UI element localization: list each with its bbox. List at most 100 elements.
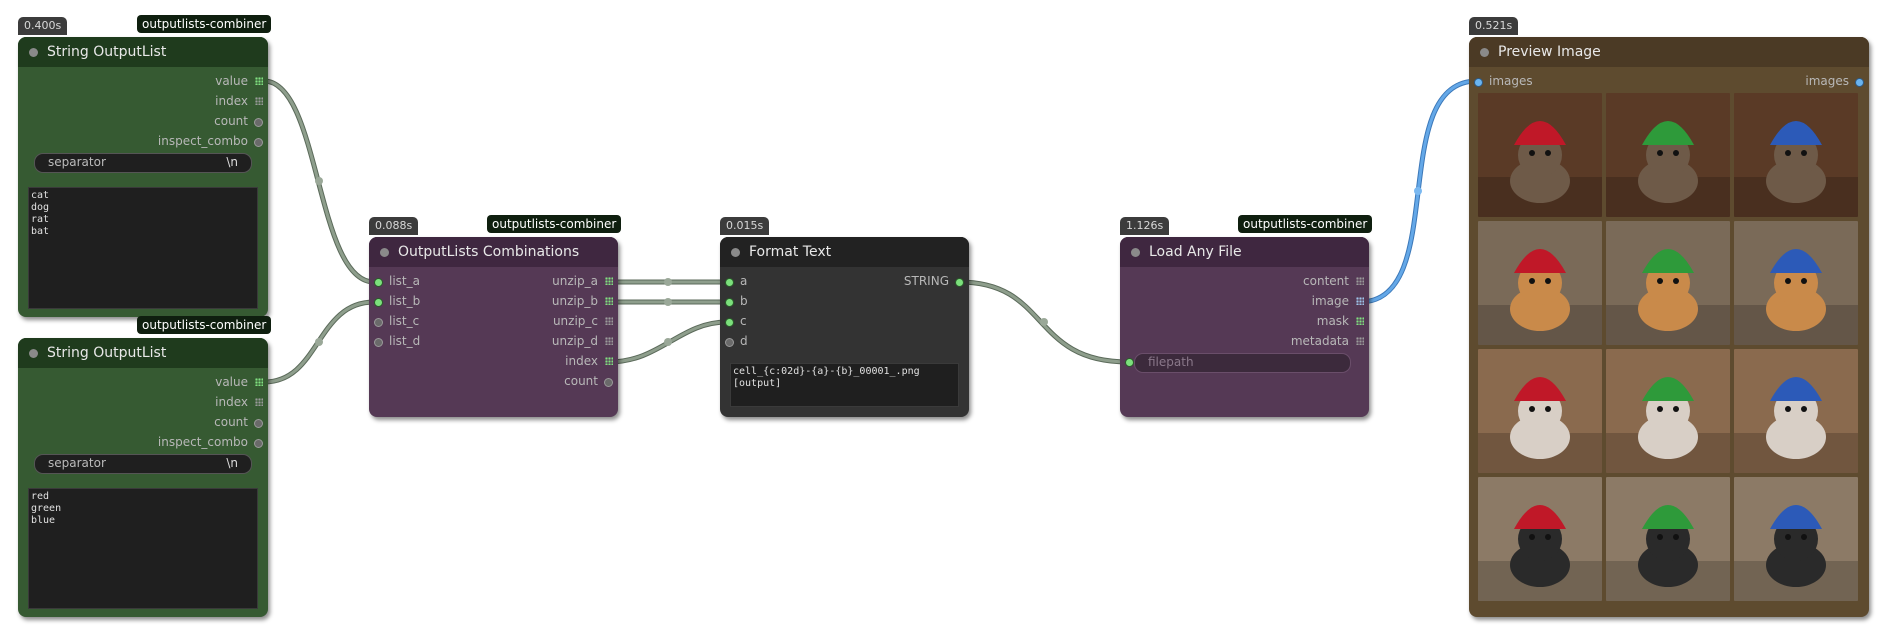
collapse-dot-icon[interactable] [1131,248,1140,257]
separator-field[interactable]: separator \n [34,454,252,474]
output-value-socket[interactable] [255,378,263,386]
input-label-list-a: list_a [389,274,420,288]
input-list-d-socket[interactable] [374,338,383,347]
output-inspect-combo-socket[interactable] [254,439,263,448]
node-header[interactable]: Load Any File [1120,237,1369,267]
output-metadata-socket[interactable] [1356,337,1364,345]
node-header[interactable]: String OutputList [18,338,268,368]
preview-thumbnail-bat-green[interactable] [1606,477,1730,601]
collapse-dot-icon[interactable] [29,349,38,358]
thumbnail-illustration [1606,93,1730,217]
preview-thumbnail-rat-green[interactable] [1606,349,1730,473]
output-value-socket[interactable] [255,77,263,85]
node-source-tag: outputlists-combiner [487,215,622,233]
preview-thumbnail-bat-red[interactable] [1478,477,1602,601]
preview-image-node[interactable]: Preview Image images images [1469,37,1869,617]
input-images-socket[interactable] [1474,78,1483,87]
node-title: Preview Image [1498,44,1601,60]
preview-thumbnail-cat-red[interactable] [1478,93,1602,217]
input-c-socket[interactable] [725,318,734,327]
preview-thumbnail-rat-red[interactable] [1478,349,1602,473]
preview-thumbnail-dog-blue[interactable] [1734,221,1858,345]
output-label-image: image [1311,294,1349,308]
wire-value2-to-list-b [261,299,377,385]
separator-field[interactable]: separator \n [34,153,252,173]
output-label-count: count [564,374,598,388]
input-list-c-socket[interactable] [374,318,383,327]
output-count-socket[interactable] [254,419,263,428]
separator-label: separator [48,155,106,169]
format-text-node[interactable]: Format Text a b c d STRING cell_{c:02d}-… [720,237,969,417]
output-label-unzip-b: unzip_b [551,294,598,308]
output-content-socket[interactable] [1356,277,1364,285]
node-header[interactable]: Preview Image [1469,37,1869,67]
input-filepath-socket[interactable] [1125,358,1134,367]
input-label-d: d [740,334,748,348]
input-a-socket[interactable] [725,278,734,287]
input-d-socket[interactable] [725,338,734,347]
output-label-inspect-combo: inspect_combo [157,134,248,148]
thumbnail-illustration [1478,221,1602,345]
output-images-socket[interactable] [1855,78,1864,87]
thumbnail-illustration [1478,477,1602,601]
output-count-socket[interactable] [254,118,263,127]
node-header[interactable]: Format Text [720,237,969,267]
list-text-area[interactable]: cat dog rat bat [28,187,258,309]
input-list-a-socket[interactable] [374,278,383,287]
node-title: Format Text [749,244,832,260]
node-header[interactable]: String OutputList [18,37,268,67]
output-index-socket[interactable] [255,398,263,406]
thumbnail-illustration [1734,349,1858,473]
thumbnail-illustration [1606,477,1730,601]
filepath-input[interactable]: filepath [1134,353,1351,373]
node-source-tag: outputlists-combiner [137,15,272,33]
outputlists-combinations-node[interactable]: OutputLists Combinations list_a list_b l… [369,237,618,417]
preview-thumbnail-cat-green[interactable] [1606,93,1730,217]
output-index-socket[interactable] [605,357,613,365]
separator-label: separator [48,456,106,470]
input-label-a: a [740,274,748,288]
preview-thumbnail-dog-green[interactable] [1606,221,1730,345]
collapse-dot-icon[interactable] [731,248,740,257]
output-label-mask: mask [1316,314,1349,328]
input-list-b-socket[interactable] [374,298,383,307]
preview-thumbnail-bat-blue[interactable] [1734,477,1858,601]
preview-thumbnail-dog-red[interactable] [1478,221,1602,345]
wire-index-to-c [606,319,730,365]
execution-time-badge: 0.400s [18,17,68,35]
collapse-dot-icon[interactable] [1480,48,1489,57]
list-text-area[interactable]: red green blue [28,488,258,609]
output-string-socket[interactable] [955,278,964,287]
output-count-socket[interactable] [604,378,613,387]
collapse-dot-icon[interactable] [380,248,389,257]
output-image-socket[interactable] [1356,297,1364,305]
output-inspect-combo-socket[interactable] [254,138,263,147]
output-mask-socket[interactable] [1356,317,1364,325]
output-label-unzip-d: unzip_d [551,334,598,348]
output-unzip-c-socket[interactable] [605,317,613,325]
thumbnail-illustration [1734,477,1858,601]
output-label-images: images [1805,74,1849,88]
output-unzip-b-socket[interactable] [605,297,613,305]
string-outputlist-node-2[interactable]: String OutputList value index count insp… [18,338,268,617]
preview-thumbnail-rat-blue[interactable] [1734,349,1858,473]
output-unzip-a-socket[interactable] [605,277,613,285]
load-any-file-node[interactable]: Load Any File content image mask metadat… [1120,237,1369,417]
output-unzip-d-socket[interactable] [605,337,613,345]
wire-string-to-filepath [956,279,1131,365]
output-label-index: index [565,354,598,368]
input-b-socket[interactable] [725,298,734,307]
string-outputlist-node-1[interactable]: String OutputList value index count insp… [18,37,268,317]
execution-time-badge: 0.521s [1469,17,1519,35]
execution-time-badge: 0.088s [369,217,419,235]
output-label-index: index [215,94,248,108]
output-label-index: index [215,395,248,409]
preview-thumbnail-cat-blue[interactable] [1734,93,1858,217]
format-template-text-area[interactable]: cell_{c:02d}-{a}-{b}_00001_.png [output] [730,363,959,407]
node-title: String OutputList [47,44,167,60]
node-source-tag: outputlists-combiner [137,316,272,334]
output-index-socket[interactable] [255,97,263,105]
collapse-dot-icon[interactable] [29,48,38,57]
node-source-tag: outputlists-combiner [1238,215,1373,233]
node-header[interactable]: OutputLists Combinations [369,237,618,267]
